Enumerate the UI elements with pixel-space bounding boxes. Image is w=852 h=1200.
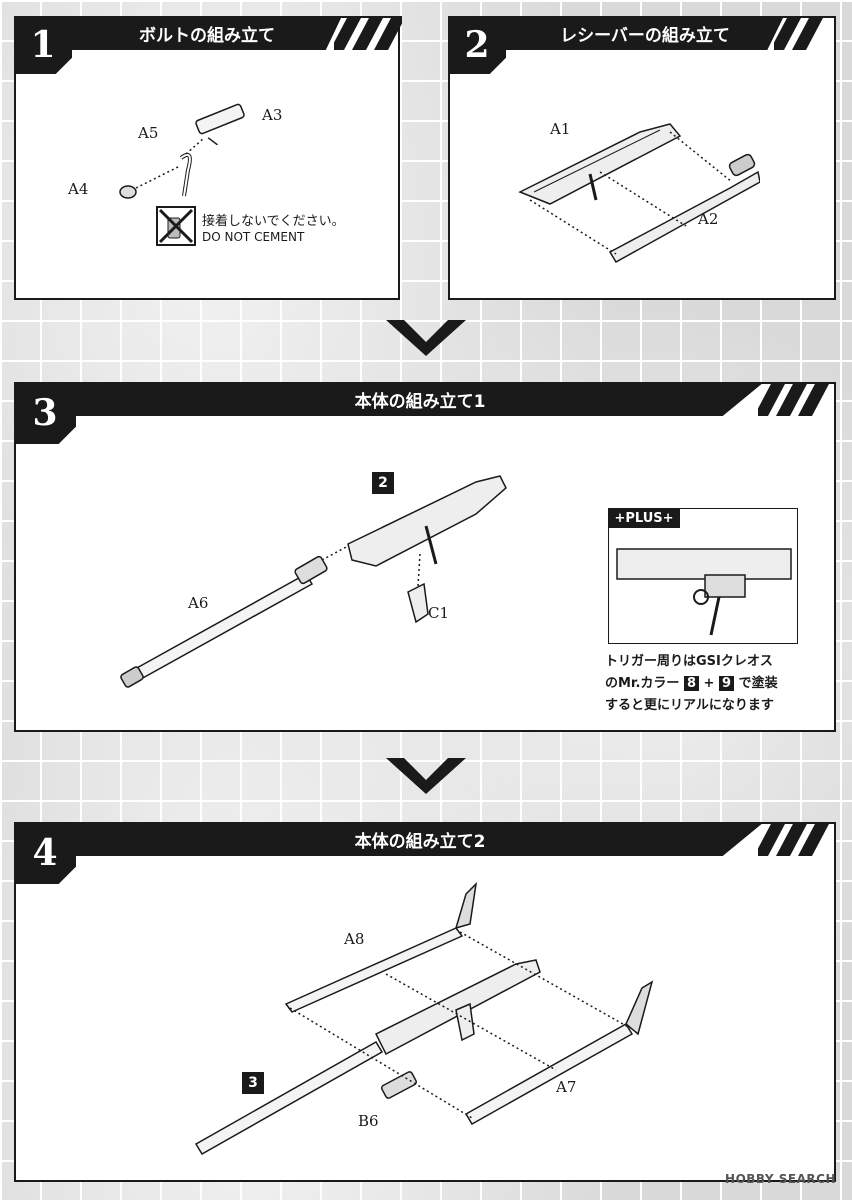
step-1-number: 1 <box>14 16 72 74</box>
header-stripes <box>758 382 830 416</box>
body-assembly-2-diagram <box>194 881 654 1156</box>
step-4-number: 4 <box>14 822 76 884</box>
label-a1: A1 <box>550 120 571 138</box>
step-reference-badge: 3 <box>242 1072 264 1094</box>
tip-text-line-2-pre: のMr.カラー <box>605 676 680 691</box>
receiver-diagram <box>518 123 760 264</box>
warning-text-ja: 接着しないでください。 <box>202 214 345 229</box>
step-1-panel: 1 ボルトの組み立て A3 A5 A4 接着しないでください。 DO NOT C… <box>14 16 402 300</box>
step-2-panel: 2 レシーバーの組み立て A1 A2 <box>448 16 836 300</box>
tip-text-line-1: トリガー周りはGSIクレオス <box>605 654 773 669</box>
plus-tip-box: +PLUS+ <box>608 508 798 644</box>
step-2-number: 2 <box>448 16 506 74</box>
step-3-number: 3 <box>14 382 76 444</box>
label-a2: A2 <box>698 210 719 228</box>
tip-text-line-2: のMr.カラー 8 + 9 で塗装 <box>605 672 778 691</box>
label-a3: A3 <box>262 106 283 124</box>
header-stripes <box>758 822 830 856</box>
part-a3-drawing <box>195 103 245 146</box>
step-4-title: 本体の組み立て2 <box>76 822 764 856</box>
label-a7: A7 <box>556 1078 577 1096</box>
label-a4: A4 <box>68 180 89 198</box>
label-a5: A5 <box>138 124 159 142</box>
no-glue-icon <box>156 206 196 246</box>
label-c1: C1 <box>428 604 450 622</box>
header-stripes <box>774 16 824 50</box>
label-b6: B6 <box>358 1112 379 1130</box>
step-1-title: ボルトの組み立て <box>72 16 342 50</box>
step-reference-badge: 2 <box>372 472 394 494</box>
header-stripes <box>334 16 402 50</box>
step-3-title: 本体の組み立て1 <box>76 382 764 416</box>
step-2-title: レシーバーの組み立て <box>506 16 784 50</box>
label-a8: A8 <box>344 930 365 948</box>
hobby-search-watermark: HOBBY SEARCH <box>725 1172 836 1186</box>
bolt-diagram <box>119 103 245 199</box>
label-a6: A6 <box>188 594 209 612</box>
trigger-detail-image <box>616 548 792 636</box>
body-assembly-1-diagram <box>120 475 507 688</box>
next-step-arrow <box>386 758 466 794</box>
color-number-2: 9 <box>718 676 735 691</box>
tip-plus-sign: + <box>703 676 715 691</box>
next-step-arrow <box>386 320 466 356</box>
warning-text-en: DO NOT CEMENT <box>202 230 305 244</box>
plus-tag: +PLUS+ <box>608 508 680 528</box>
color-number-1: 8 <box>683 676 700 691</box>
tip-text-line-3: すると更にリアルになります <box>605 698 774 713</box>
step-4-panel: 4 本体の組み立て2 A8 A7 B6 3 <box>14 822 836 1182</box>
tip-text-line-2-post: で塗装 <box>738 676 778 691</box>
